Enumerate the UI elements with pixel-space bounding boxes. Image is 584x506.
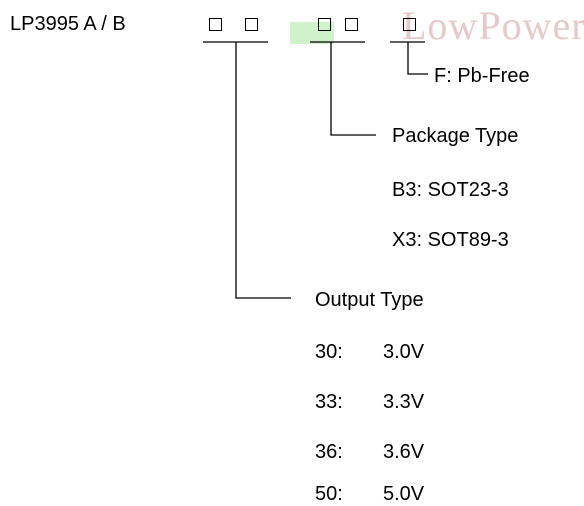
output-type-heading: Output Type <box>315 289 424 311</box>
part-number-prefix: LP3995 A / B <box>10 13 126 35</box>
output-option-value: 3.3V <box>383 391 425 413</box>
output-option-code: 36: <box>315 441 343 463</box>
package-type-connector <box>330 42 376 136</box>
output-option-value: 3.0V <box>383 341 425 363</box>
watermark-green-mark <box>290 22 334 44</box>
output-code-box-1 <box>209 18 222 31</box>
package-option-b3: B3: SOT23-3 <box>392 179 509 201</box>
output-code-box-2 <box>245 18 258 31</box>
watermark-text: LowPower <box>402 3 584 48</box>
lead-option-connector <box>407 42 428 75</box>
package-code-box-1 <box>318 18 331 31</box>
lead-option-box <box>403 18 416 31</box>
output-option-30: 30: 3.0V <box>315 340 424 364</box>
output-option-value: 3.6V <box>383 441 425 463</box>
package-code-box-2 <box>345 18 358 31</box>
output-option-code: 33: <box>315 391 343 413</box>
package-option-x3: X3: SOT89-3 <box>392 229 509 251</box>
output-option-36: 36: 3.6V <box>315 440 424 464</box>
output-option-code: 30: <box>315 341 343 363</box>
lead-option-label: F: Pb-Free <box>434 65 530 87</box>
output-type-connector <box>235 42 291 299</box>
output-option-code: 50: <box>315 483 343 505</box>
output-option-value: 5.0V <box>383 483 425 505</box>
package-type-heading: Package Type <box>392 125 519 147</box>
output-option-50: 50: 5.0V <box>315 482 424 506</box>
output-option-33: 33: 3.3V <box>315 390 424 414</box>
